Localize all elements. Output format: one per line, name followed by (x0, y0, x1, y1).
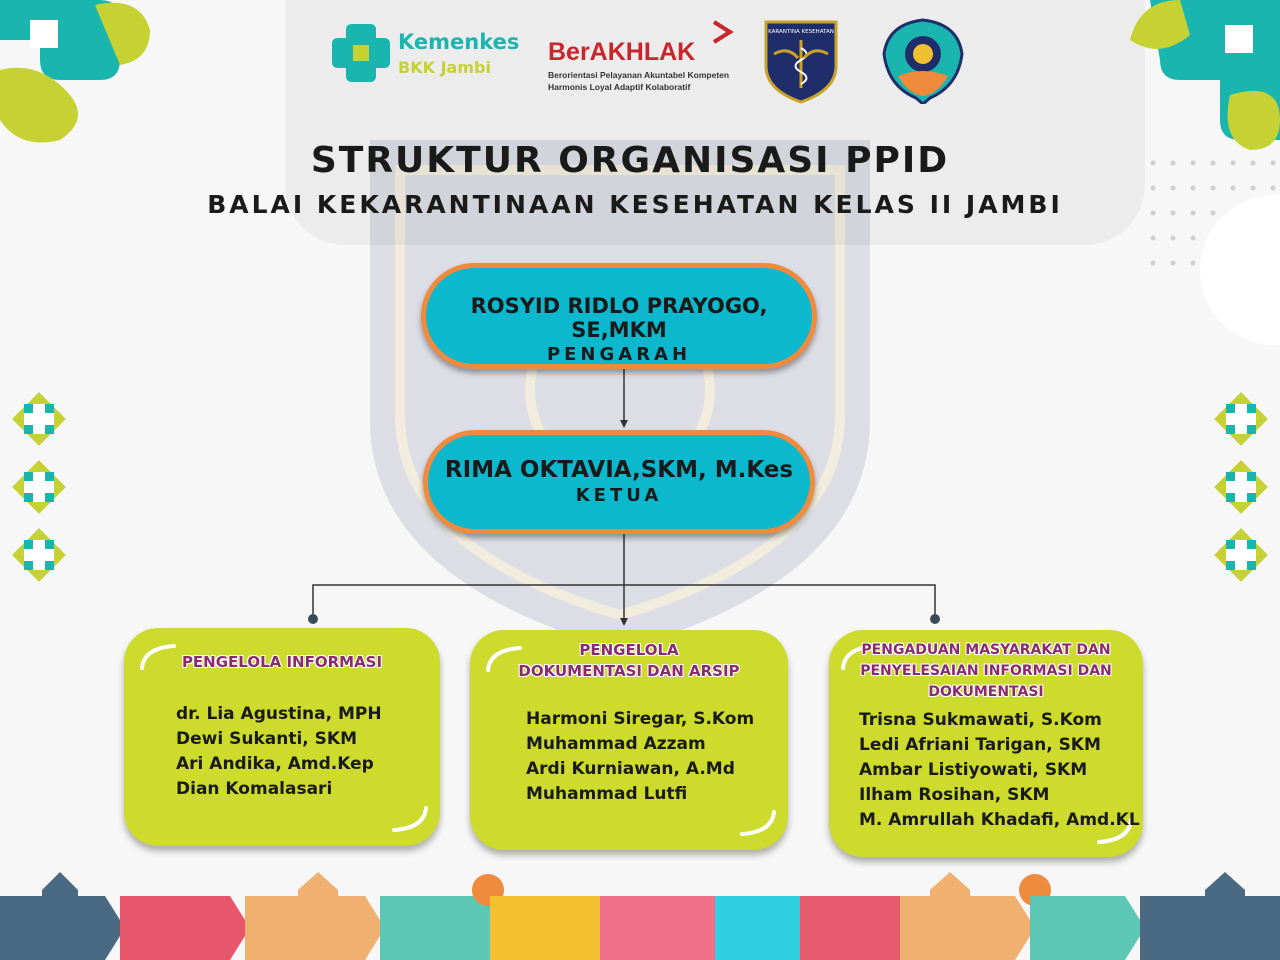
swoosh-decoration (740, 810, 776, 836)
node-pengarah: ROSYID RIDLO PRAYOGO, SE,MKM PENGARAH (421, 263, 817, 369)
card-heading-line: DOKUMENTASI DAN ARSIP (518, 662, 740, 680)
list-item: Ardi Kurniawan, A.Md (526, 759, 735, 779)
side-ornament-right (1214, 392, 1268, 582)
berakhlak-name: BerAKHLAK (548, 38, 696, 66)
connector-dot-left (308, 614, 318, 624)
list-item: Muhammad Lutfi (526, 784, 688, 804)
card-heading-line: DOKUMENTASI (928, 684, 1044, 700)
swoosh-decoration (392, 806, 428, 832)
card-heading: PENGADUAN MASYARAKAT DAN PENYELESAIAN IN… (829, 640, 1143, 703)
swoosh-decoration (486, 646, 522, 672)
card-heading-line: PENGELOLA (579, 641, 679, 659)
card-heading: PENGELOLA INFORMASI (124, 652, 440, 673)
bottom-banner-decoration (0, 872, 1280, 960)
swoosh-decoration (841, 644, 877, 670)
list-item: Trisna Sukmawati, S.Kom (859, 710, 1102, 730)
kemenkes-cross-icon (332, 24, 390, 82)
kemenkes-sub: BKK Jambi (398, 58, 491, 77)
list-item: Ari Andika, Amd.Kep (176, 754, 374, 774)
list-item: Ilham Rosihan, SKM (859, 785, 1050, 805)
card-heading-line: PENGELOLA INFORMASI (181, 653, 383, 671)
swoosh-decoration (1097, 818, 1133, 844)
member-list: Harmoni Siregar, S.Kom Muhammad Azzam Ar… (526, 707, 754, 807)
list-item: Harmoni Siregar, S.Kom (526, 709, 755, 729)
swoosh-decoration (140, 644, 176, 670)
card-pengelola-dokumentasi: PENGELOLA DOKUMENTASI DAN ARSIP Harmoni … (470, 630, 788, 850)
node-ketua-role: KETUA (575, 485, 663, 506)
card-heading: PENGELOLA DOKUMENTASI DAN ARSIP (470, 640, 788, 682)
list-item: Dian Komalasari (176, 779, 333, 799)
side-ornament-left (12, 392, 66, 582)
card-heading-line: PENGADUAN MASYARAKAT DAN (861, 642, 1111, 658)
seal-text: KARANTINA KESEHATAN (768, 29, 834, 35)
member-list: Trisna Sukmawati, S.Kom Ledi Afriani Tar… (859, 708, 1140, 833)
list-item: M. Amrullah Khadafi, Amd.KL (859, 810, 1140, 830)
node-pengarah-name: ROSYID RIDLO PRAYOGO, SE,MKM (470, 294, 768, 342)
berakhlak-line-2: Harmonis Loyal Adaptif Kolaboratif (548, 82, 691, 92)
karantina-kesehatan-seal: KARANTINA KESEHATAN (764, 20, 838, 104)
connector-dot-right (930, 614, 940, 624)
node-pengarah-role: PENGARAH (546, 344, 692, 365)
card-heading-line: PENYELESAIAN INFORMASI DAN (860, 663, 1112, 679)
card-pengaduan-masyarakat: PENGADUAN MASYARAKAT DAN PENYELESAIAN IN… (829, 630, 1143, 857)
jambi-emblem (882, 18, 964, 104)
member-list: dr. Lia Agustina, MPH Dewi Sukanti, SKM … (176, 702, 382, 802)
node-ketua-name: RIMA OKTAVIA,SKM, M.Kes (444, 457, 794, 483)
list-item: dr. Lia Agustina, MPH (176, 704, 382, 724)
kemenkes-logo: Kemenkes BKK Jambi (330, 22, 530, 86)
berakhlak-line-1: Berorientasi Pelayanan Akuntabel Kompete… (548, 70, 730, 80)
list-item: Ambar Listiyowati, SKM (859, 760, 1088, 780)
page-subtitle: BALAI KEKARANTINAAN KESEHATAN KELAS II J… (207, 190, 1063, 219)
corner-decoration-top-right (1130, 0, 1280, 150)
circle-decoration-right (1200, 195, 1280, 345)
kemenkes-name: Kemenkes (398, 30, 520, 54)
list-item: Dewi Sukanti, SKM (176, 729, 357, 749)
list-item: Ledi Afriani Tarigan, SKM (859, 735, 1101, 755)
node-ketua: RIMA OKTAVIA,SKM, M.Kes KETUA (423, 430, 815, 534)
card-pengelola-informasi: PENGELOLA INFORMASI dr. Lia Agustina, MP… (124, 628, 440, 846)
list-item: Muhammad Azzam (526, 734, 706, 754)
page-title: STRUKTUR ORGANISASI PPID (310, 140, 950, 181)
corner-decoration-top-left (0, 0, 150, 143)
chevron-right-icon (712, 20, 734, 44)
berakhlak-logo: BerAKHLAK Berorientasi Pelayanan Akuntab… (548, 20, 738, 92)
